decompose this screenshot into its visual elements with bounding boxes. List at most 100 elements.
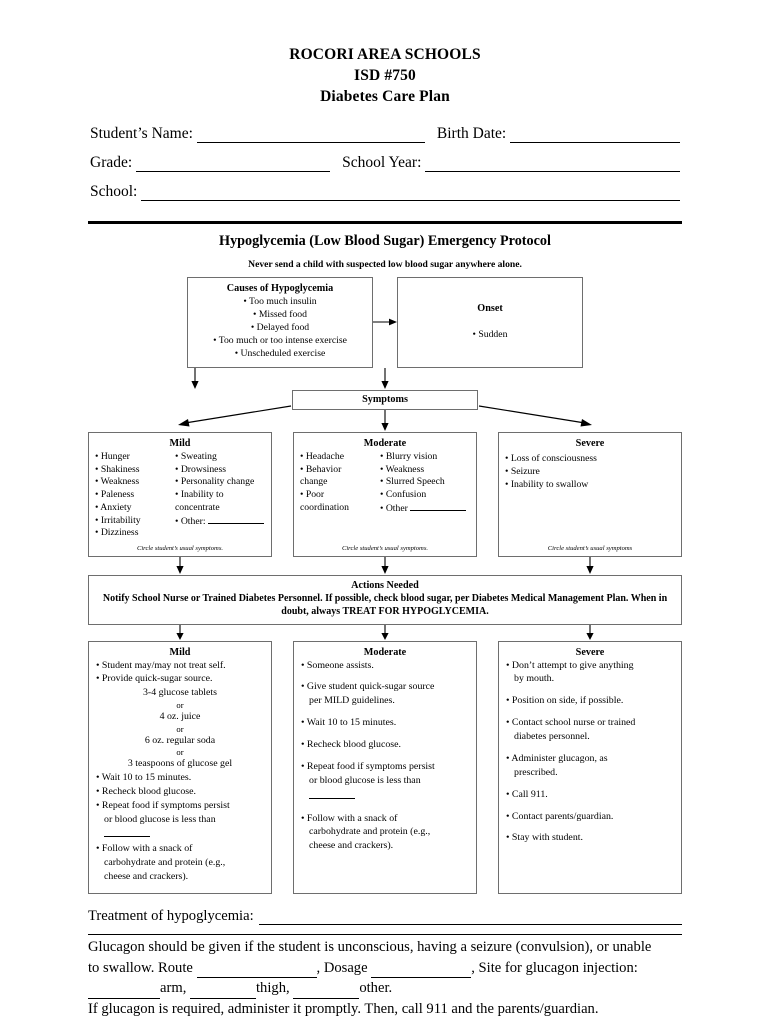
list-item: carbohydrate and protein (e.g., [104,857,226,869]
row-name-birthdate: Student’s Name: Birth Date: [90,125,680,144]
glucagon-site-thigh-label: thigh, [256,980,290,997]
symptoms-mild-other-row-2 [175,528,265,541]
symptoms-title: Symptoms [362,393,408,405]
list-item: • Don’t attempt to give anything [506,659,634,671]
glucagon-site-other-label: other. [359,980,393,997]
symptoms-severe-list: • Loss of consciousness • Seizure • Inab… [505,452,675,492]
list-item: • Weakness [380,463,425,475]
list-item: • Anxiety [95,501,132,513]
actions-moderate-threshold-input-row [301,789,469,804]
birth-date-label: Birth Date: [436,125,507,143]
glucagon-site-arm-input[interactable] [88,984,160,1000]
list-item: concentrate [175,501,220,513]
school-year-label: School Year: [342,154,422,172]
list-item: coordination [300,501,349,513]
down-arrows-2-icon [176,624,594,640]
causes-of-hypoglycemia-box: Causes of Hypoglycemia • Too much insuli… [187,277,373,368]
school-input[interactable] [141,186,680,202]
list-item: • Contact school nurse or trained [506,717,636,729]
actions-mild-options: 3-4 glucose tablets or 4 oz. juice or 6 … [96,687,264,771]
header-line-isd: ISD #750 [354,67,416,85]
actions-moderate-title: Moderate [363,646,407,658]
glucagon-dosage-label: , Dosage [316,959,368,976]
student-name-input[interactable] [196,128,425,144]
actions-mild-list: • Student may/may not treat self. • Prov… [96,660,264,687]
treatment-section: Treatment of hypoglycemia: Glucagon shou… [88,908,682,1020]
symptoms-mild-other-row: • Other: [175,515,265,529]
list-item: or blood glucose is less than [104,813,216,825]
protocol-title: Hypoglycemia (Low Blood Sugar) Emergency… [219,233,551,250]
list-item: • Poor [300,489,325,501]
header-line-district: ROCORI AREA SCHOOLS [289,46,481,63]
list-item: • Seizure [505,466,540,478]
glucagon-route-input[interactable] [196,963,317,979]
list-item: • Unscheduled exercise [234,347,326,359]
glucagon-line-4: If glucagon is required, administer it p… [88,1001,599,1018]
school-year-input[interactable] [425,157,680,173]
header-line-plan-title: Diabetes Care Plan [320,88,450,106]
glucagon-site-label: , Site for glucagon injection: [471,959,638,976]
actions-mild-threshold-input-row [96,827,264,842]
symptoms-mild-title: Mild [169,437,191,449]
connector-symptoms-branch [88,405,682,432]
symptoms-moderate-columns: • Headache • Behavior change • Poor coor… [300,451,470,529]
actions-needed-body: Notify School Nurse or Trained Diabetes … [102,593,668,618]
actions-mild-list-2: • Wait 10 to 15 minutes. • Recheck blood… [96,772,264,884]
branch-arrows-icon [178,405,592,431]
or-separator: or [176,747,184,758]
flow-row-symptom-levels: Mild • Hunger • Shakiness • Weakness • P… [88,431,682,558]
section-divider [88,933,682,935]
symptoms-mild-other-input[interactable] [207,515,264,524]
treatment-input[interactable] [258,910,682,925]
actions-needed-box: Actions Needed Notify School Nurse or Tr… [88,575,682,625]
protocol-flowchart: Causes of Hypoglycemia • Too much insuli… [88,277,682,894]
list-item: • Paleness [95,489,135,501]
list-item: • Recheck blood glucose. [301,739,401,751]
list-item: • Too much insulin [243,296,317,308]
list-item: • Contact parents/guardian. [506,810,614,822]
option-soda: 6 oz. regular soda [144,734,216,746]
grade-input[interactable] [136,157,331,173]
actions-severe-title: Severe [575,646,605,658]
list-item: • Follow with a snack of [301,812,398,824]
list-item: • Call 911. [506,788,548,800]
treatment-label: Treatment of hypoglycemia: [88,907,254,924]
connector-to-action-levels [88,624,682,641]
grade-label: Grade: [90,154,133,172]
list-item: • Follow with a snack of [96,843,193,855]
student-info-fields: Student’s Name: Birth Date: Grade: Schoo… [90,125,680,202]
row-grade-schoolyear: Grade: School Year: [90,154,680,173]
birth-date-input[interactable] [510,128,680,144]
symptoms-moderate-other-row: • Other [380,502,470,516]
list-item: • Someone assists. [301,659,374,671]
or-separator: or [176,699,184,710]
symptoms-moderate-other-row-2 [380,516,470,529]
list-item: cheese and crackers). [104,871,189,883]
list-item: • Inability to swallow [505,479,589,491]
list-item: • Stay with student. [506,832,583,844]
symptoms-severe-note: Circle student’s usual symptoms [547,545,633,553]
symptoms-moderate-box: Moderate • Headache • Behavior change • … [293,431,477,558]
list-item: by mouth. [514,673,555,685]
or-separator: or [176,723,184,734]
list-item: • Dizziness [95,527,139,539]
glucagon-dosage-input[interactable] [371,963,472,979]
actions-mild-threshold-input[interactable] [104,827,150,838]
symptoms-moderate-other-input[interactable] [410,502,467,511]
list-item: • Wait 10 to 15 minutes. [301,717,397,729]
glucagon-line-1: Glucagon should be given if the student … [88,938,652,955]
protocol-warning: Never send a child with suspected low bl… [248,259,522,271]
symptoms-moderate-col-b: • Blurry vision • Weakness • Slurred Spe… [380,451,470,529]
list-item: • Missed food [253,309,307,321]
glucagon-site-thigh-input[interactable] [190,984,256,1000]
glucagon-site-other-input[interactable] [293,984,360,1000]
glucagon-site-arm-label: arm, [160,980,187,997]
actions-moderate-threshold-input[interactable] [309,789,355,799]
option-glucose-gel: 3 teaspoons of glucose gel [127,758,233,770]
list-item: • Shakiness [95,463,140,475]
list-item: • Repeat food if symptoms persist [96,799,230,811]
symptoms-severe-title: Severe [575,437,605,449]
symptoms-moderate-title: Moderate [363,437,407,449]
document-header: ROCORI AREA SCHOOLS ISD #750 Diabetes Ca… [0,0,770,107]
row-school: School: [90,183,680,202]
